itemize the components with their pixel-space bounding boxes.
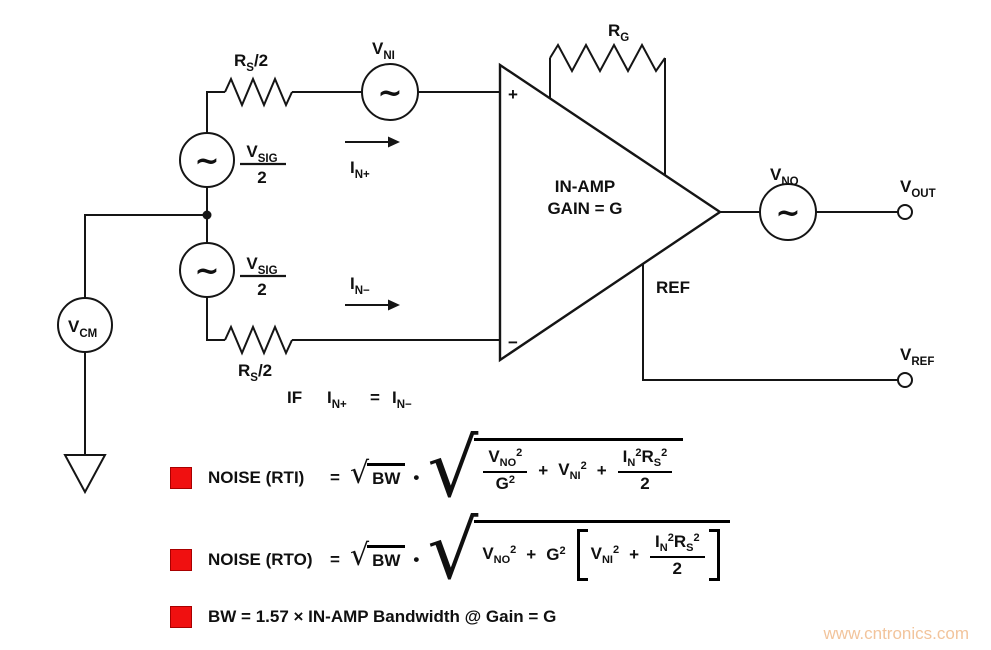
tilde-icon: ~	[775, 196, 800, 231]
label-vout: VOUT	[900, 177, 936, 200]
formula-bw-definition: BW = 1.57 × IN-AMP Bandwidth @ Gain = G	[170, 606, 556, 628]
svg-text:IN+: IN+	[327, 388, 347, 411]
source-vsig-top	[179, 132, 235, 188]
wire	[206, 91, 225, 133]
junction-dot	[202, 210, 212, 220]
sqrt-bw: √ BW	[350, 541, 406, 575]
current-arrows	[345, 136, 400, 311]
right-bracket	[708, 529, 720, 582]
sqrt-rti-expression: √ VNO2 G2 + VNI2 + IN2RS2 2	[427, 429, 684, 518]
terminal-vref	[897, 372, 913, 388]
formula-label: NOISE (RTI)	[208, 468, 305, 487]
source-vcm	[57, 297, 113, 353]
plus-sign: +	[538, 460, 549, 480]
red-square-bullet	[170, 467, 192, 489]
left-bracket	[576, 529, 588, 582]
equals-sign: =	[330, 550, 340, 569]
radical-icon: √	[427, 504, 479, 597]
svg-text:2: 2	[257, 168, 266, 187]
resistor-rs-top	[224, 76, 293, 108]
sqrt-rto-expression: √ VNO2 + G2 VNI2 + IN2RS2 2	[427, 511, 730, 600]
formula-label: NOISE (RTO)	[208, 550, 313, 569]
term-vni: VNI2	[558, 459, 587, 482]
radical-icon: √	[427, 422, 479, 515]
wire-ref	[642, 264, 898, 381]
tilde-icon: ~	[194, 254, 219, 289]
label-vsig-top: VSIG 2	[240, 142, 286, 187]
opamp-triangle	[498, 62, 723, 363]
label-ref: REF	[656, 278, 690, 297]
formula-noise-rto: NOISE (RTO) = √ BW • √ VNO2 + G2 VNI2 + …	[170, 511, 732, 600]
svg-text:VSIG: VSIG	[246, 142, 277, 165]
bw-definition-text: BW = 1.57 × IN-AMP Bandwidth @ Gain = G	[208, 607, 557, 626]
ground-symbol	[63, 454, 107, 495]
source-vno	[759, 183, 817, 241]
source-vni	[361, 63, 419, 121]
opamp-minus-input: −	[508, 333, 518, 352]
resistors	[224, 42, 666, 356]
fraction-in-rs: IN2RS2 2	[617, 447, 673, 493]
multiply-dot: •	[413, 550, 420, 569]
fraction-in-rs: IN2RS2 2	[650, 532, 705, 578]
label-inm: IN−	[350, 274, 370, 297]
tilde-icon: ~	[377, 76, 402, 111]
term-g-squared: G2	[546, 545, 566, 565]
svg-text:2: 2	[257, 280, 266, 299]
wire	[84, 214, 207, 298]
label-vni: VNI	[372, 39, 395, 62]
plus-sign: +	[526, 545, 537, 565]
condition-line: IF IN+ = IN−	[287, 388, 412, 411]
svg-text:VSIG: VSIG	[246, 254, 277, 277]
fraction-vno-g: VNO2 G2	[483, 447, 528, 493]
watermark: www.cntronics.com	[823, 624, 969, 643]
sources	[57, 63, 913, 388]
label-amp-line2: GAIN = G	[547, 199, 622, 218]
svg-text:IF: IF	[287, 388, 302, 407]
radical-icon: √	[349, 456, 370, 491]
red-square-bullet	[170, 606, 192, 628]
red-square-bullet	[170, 549, 192, 571]
arrowhead-inp	[388, 136, 400, 148]
sqrt-bw: √ BW	[350, 459, 406, 493]
label-vcm: VCM	[68, 317, 97, 340]
wire	[206, 297, 225, 341]
resistor-rg	[549, 42, 666, 74]
opamp-plus-input: +	[508, 85, 518, 104]
resistor-rs-bottom	[224, 324, 293, 356]
svg-text:=: =	[370, 388, 380, 407]
source-vsig-bottom	[179, 242, 235, 298]
label-vsig-bottom: VSIG 2	[240, 254, 286, 299]
multiply-dot: •	[413, 468, 420, 487]
tilde-icon: ~	[194, 144, 219, 179]
svg-text:IN−: IN−	[392, 388, 412, 411]
formula-noise-rti: NOISE (RTI) = √ BW • √ VNO2 G2 + VNI2 + …	[170, 429, 685, 518]
label-rs-bottom: RS/2	[238, 361, 272, 384]
bracket-group: VNI2 + IN2RS2 2	[576, 529, 720, 582]
label-vref: VREF	[900, 345, 934, 368]
label-inp: IN+	[350, 158, 370, 181]
label-rs-top: RS/2	[234, 51, 268, 74]
term-vni: VNI2	[590, 544, 620, 567]
wires	[84, 58, 898, 455]
plus-sign: +	[629, 545, 639, 565]
plus-sign: +	[596, 460, 607, 480]
radical-icon: √	[349, 538, 370, 573]
equals-sign: =	[330, 468, 340, 487]
arrowhead-inm	[388, 299, 400, 311]
terminal-vout	[897, 204, 913, 220]
label-vno: VNO	[770, 165, 799, 188]
term-vno: VNO2	[482, 544, 517, 567]
label-amp-line1: IN-AMP	[555, 177, 615, 196]
label-rg: RG	[608, 21, 629, 44]
